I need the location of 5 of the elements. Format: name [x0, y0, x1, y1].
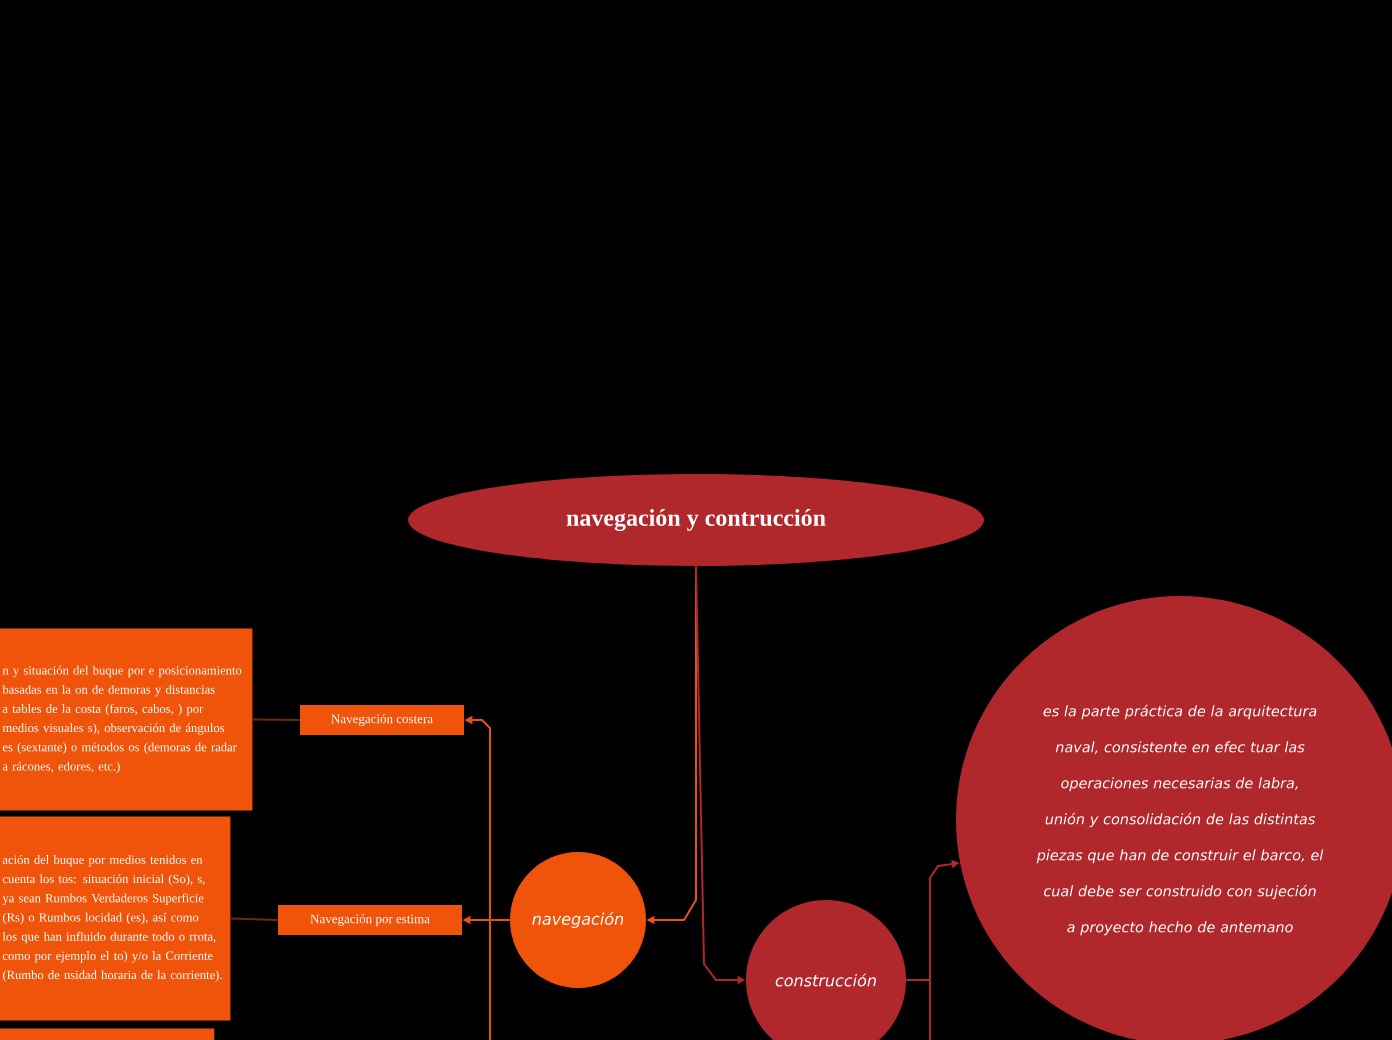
text-box [0, 1028, 215, 1040]
connector [905, 979, 931, 1040]
connector [229, 917, 279, 921]
connector [251, 718, 301, 721]
connector [489, 919, 511, 1040]
